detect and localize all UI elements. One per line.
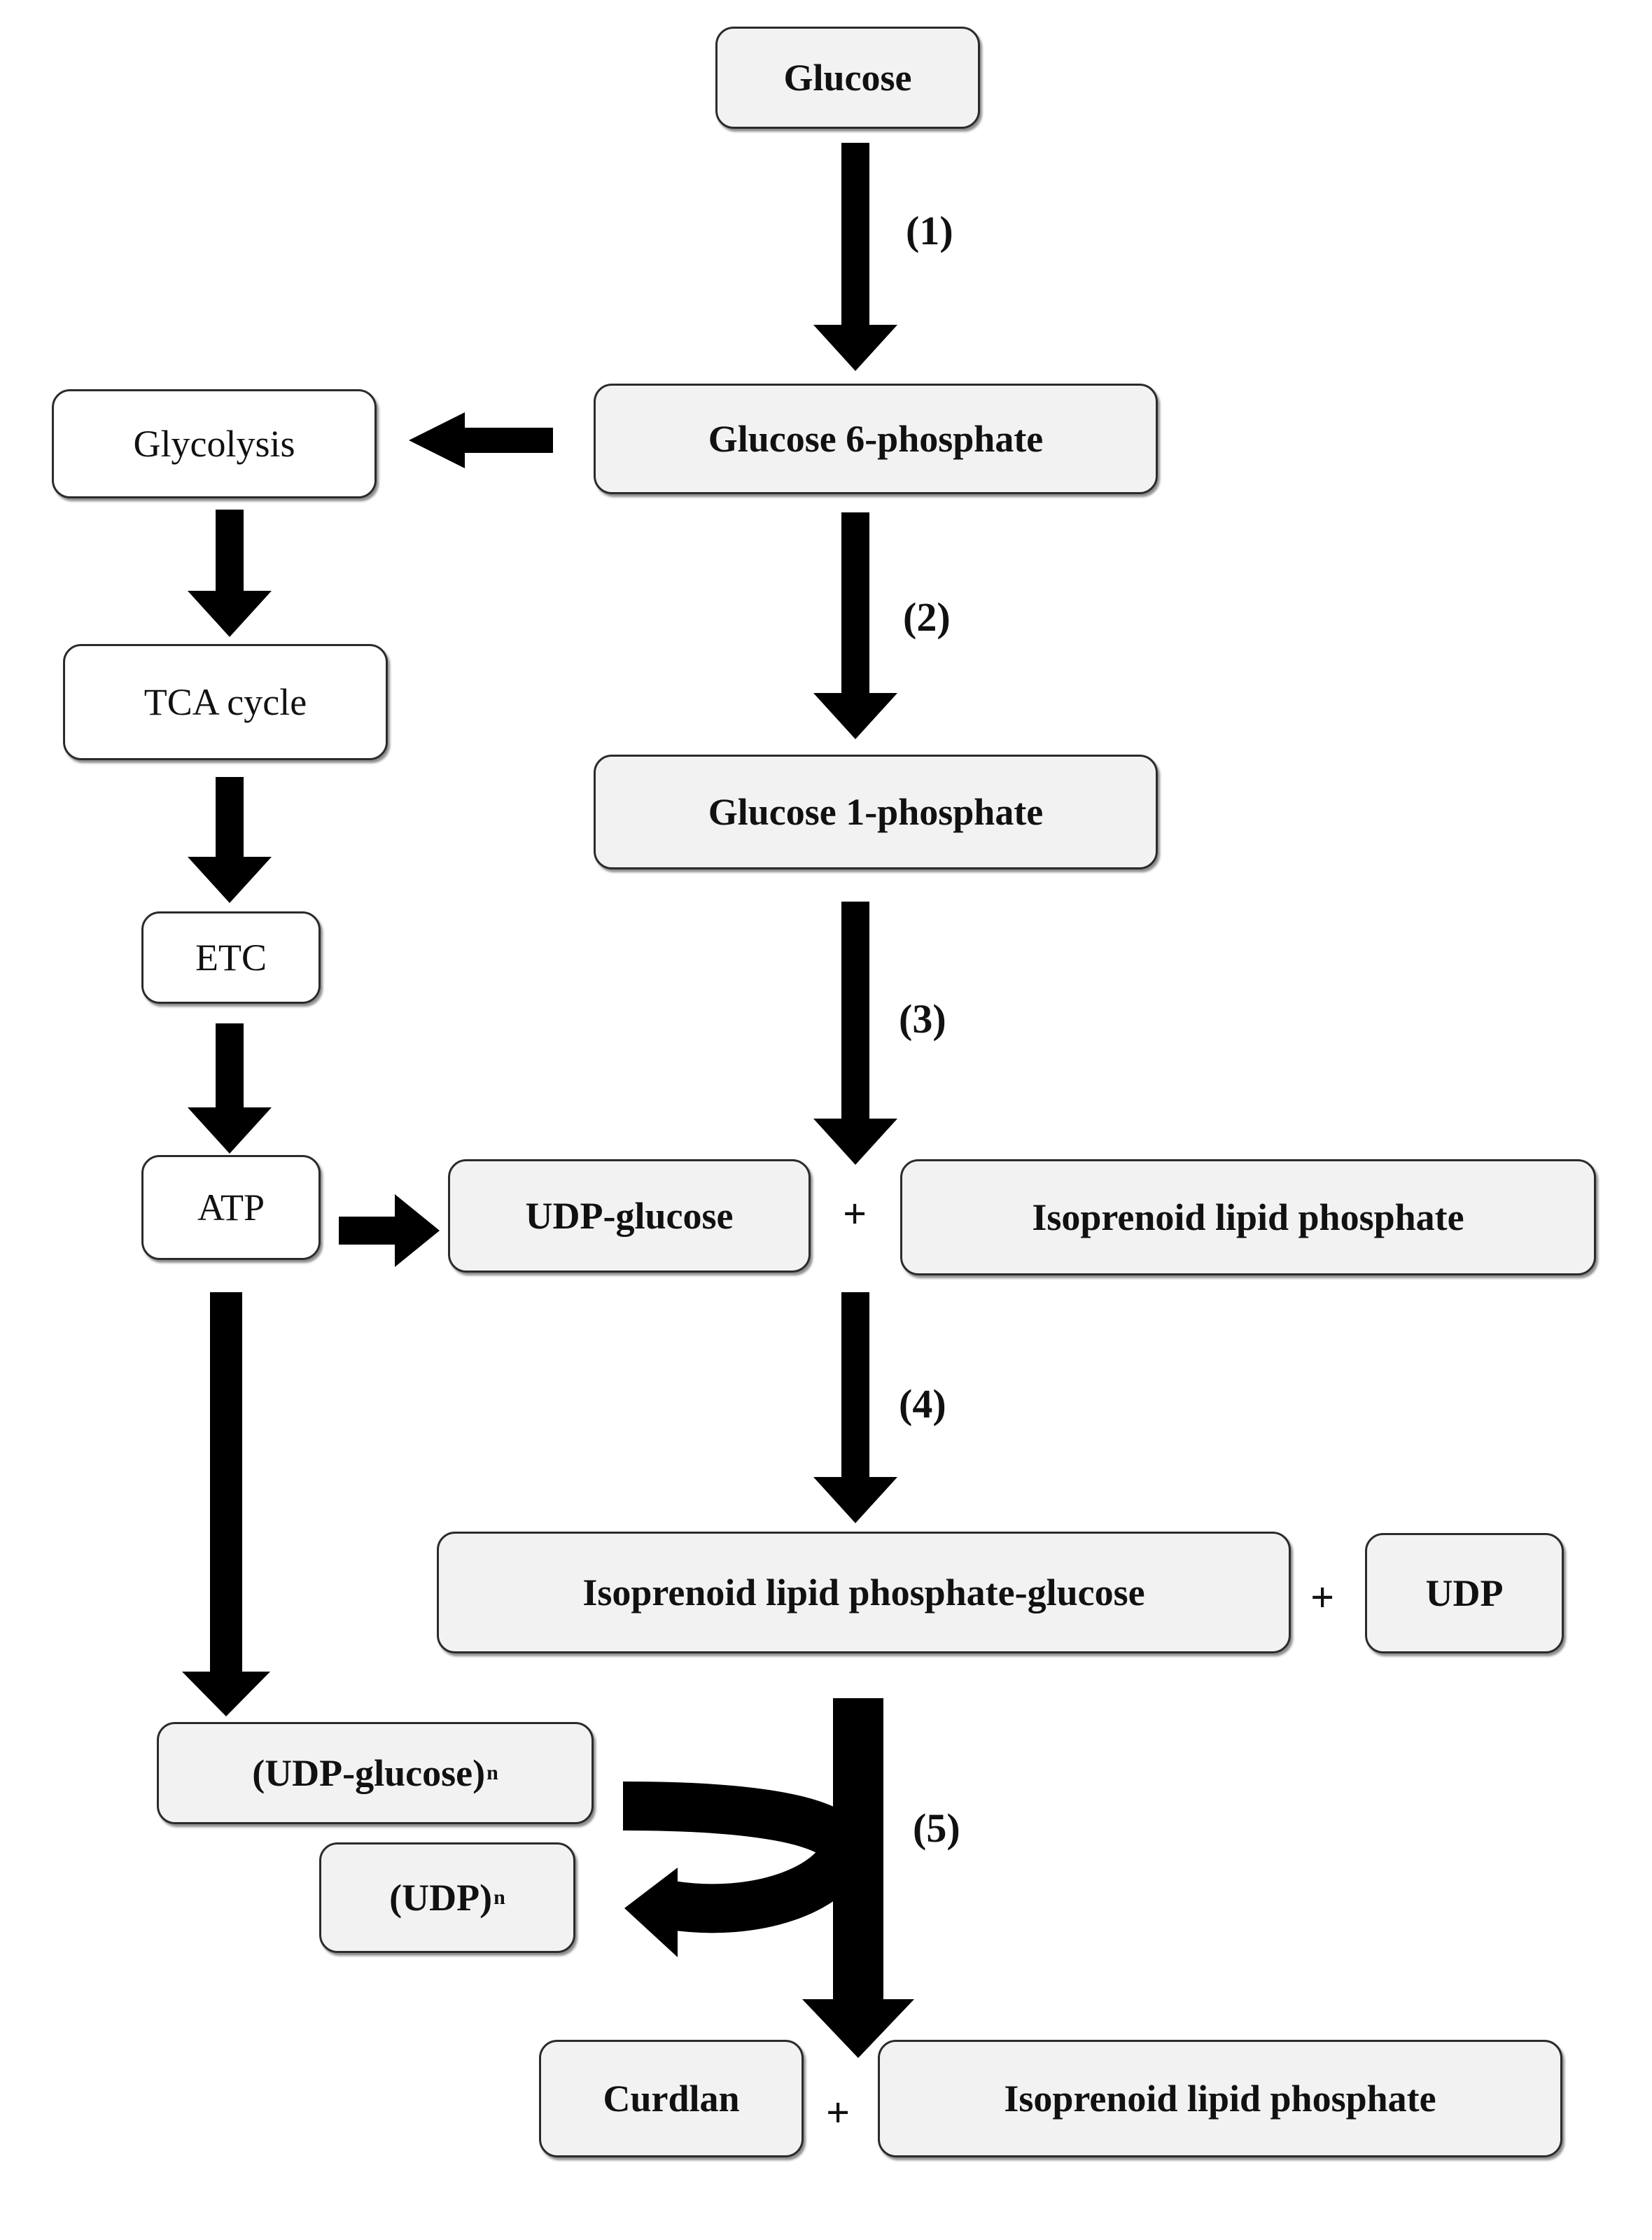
step-label-5: (5) <box>913 1805 960 1851</box>
plus-sign-curdlan: + <box>826 2090 850 2136</box>
arrow-to-glycolysis <box>409 412 553 468</box>
step-label-4: (4) <box>899 1381 946 1427</box>
arrow-to-tca <box>188 510 272 637</box>
arrow-atp-to-udp-glucose-n <box>182 1292 270 1716</box>
node-curdlan: Curdlan <box>539 2040 804 2157</box>
node-isoprenoid-lipid-phosphate-final: Isoprenoid lipid phosphate <box>878 2040 1562 2157</box>
node-isoprenoid-lipid-phosphate: Isoprenoid lipid phosphate <box>900 1159 1596 1275</box>
plus-sign-udp: + <box>1310 1574 1335 1620</box>
node-udp-glucose: UDP-glucose <box>448 1159 811 1273</box>
arrow-step-2 <box>813 512 897 739</box>
node-udp: UDP <box>1365 1533 1564 1653</box>
curved-arrow-step-5 <box>622 1782 874 1957</box>
node-glucose-6-phosphate: Glucose 6-phosphate <box>594 384 1158 494</box>
arrow-step-1 <box>813 143 897 371</box>
node-glycolysis: Glycolysis <box>52 389 377 498</box>
step-label-1: (1) <box>906 208 953 253</box>
step-label-3: (3) <box>899 996 946 1042</box>
arrow-to-etc <box>188 777 272 903</box>
node-udp-glucose-n: (UDP-glucose)n <box>157 1722 594 1824</box>
node-etc: ETC <box>141 911 321 1004</box>
udp-glucose-n-subscript: n <box>486 1761 498 1784</box>
step-label-2: (2) <box>903 594 951 640</box>
udp-glucose-n-label: (UDP-glucose) <box>252 1752 486 1794</box>
udp-n-subscript: n <box>493 1886 505 1909</box>
plus-sign-udp-glucose: + <box>843 1191 867 1237</box>
node-glucose-1-phosphate: Glucose 1-phosphate <box>594 755 1158 869</box>
arrow-to-atp <box>188 1023 272 1154</box>
arrow-step-4 <box>813 1292 897 1523</box>
node-glucose: Glucose <box>715 27 980 129</box>
arrow-step-3 <box>813 902 897 1165</box>
arrow-atp-to-udp-glucose <box>339 1194 440 1267</box>
node-atp: ATP <box>141 1155 321 1260</box>
node-tca-cycle: TCA cycle <box>63 644 388 760</box>
node-isoprenoid-lipid-phosphate-glucose: Isoprenoid lipid phosphate-glucose <box>437 1532 1291 1653</box>
udp-n-label: (UDP) <box>389 1877 493 1919</box>
node-udp-n: (UDP)n <box>319 1842 575 1953</box>
